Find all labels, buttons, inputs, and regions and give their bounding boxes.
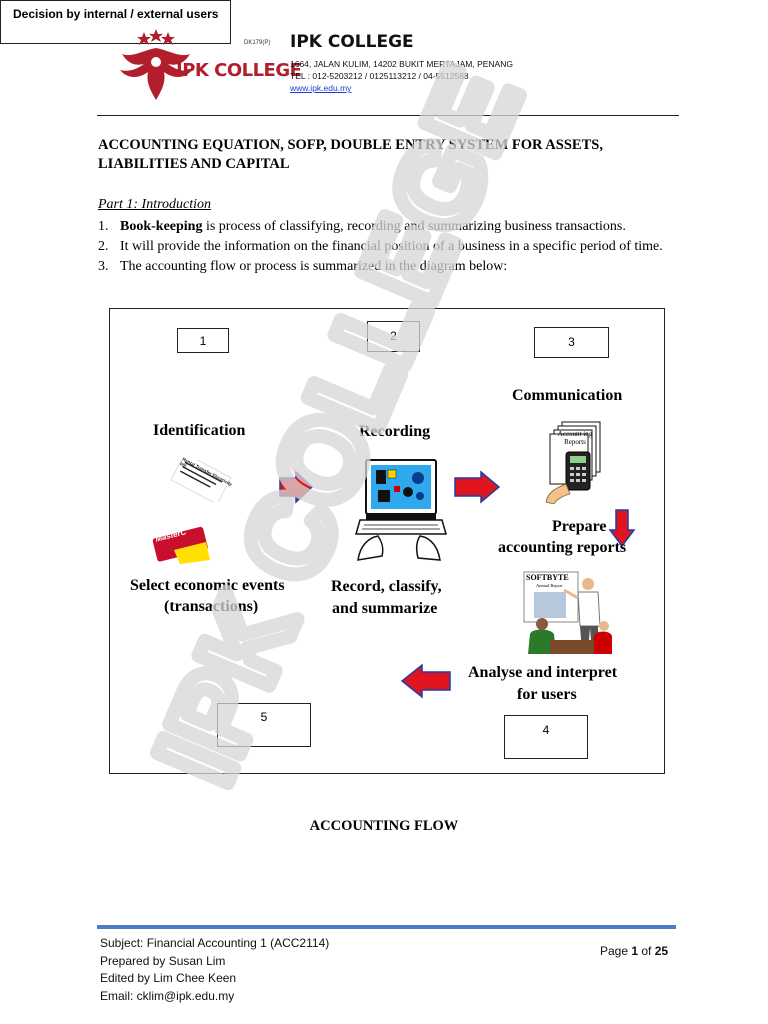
list-item: 2. It will provide the information on th… bbox=[98, 237, 678, 257]
arrow-right-icon bbox=[454, 470, 501, 504]
label-record-classify: Record, classify, bbox=[331, 578, 442, 595]
footer-divider bbox=[97, 925, 676, 929]
list-number: 2. bbox=[98, 239, 109, 254]
list-text: The accounting flow or process is summar… bbox=[120, 259, 508, 274]
introduction-list: 1. Book-keeping is process of classifyin… bbox=[98, 217, 678, 277]
step-box-4: 4 bbox=[504, 715, 588, 759]
step-box-5: 5 bbox=[217, 703, 311, 747]
college-logo bbox=[120, 29, 192, 100]
label-analyse: Analyse and interpret bbox=[468, 664, 618, 681]
part-heading: Part 1: Introduction bbox=[98, 197, 212, 212]
label-transactions: (transactions) bbox=[164, 598, 259, 615]
college-name: IPK COLLEGE bbox=[290, 32, 414, 52]
computer-illustration bbox=[355, 459, 447, 561]
header-divider bbox=[97, 115, 679, 116]
label-recording: Recording bbox=[359, 423, 431, 440]
footer-subject: Subject: Financial Accounting 1 (ACC2114… bbox=[100, 936, 330, 950]
label-prepare: Prepare bbox=[552, 518, 607, 535]
page-current: 1 bbox=[631, 944, 639, 958]
footer-prepared-by: Prepared by Susan Lim bbox=[100, 953, 226, 968]
college-address: 1664, JALAN KULIM, 14202 BUKIT MERTAJAM,… bbox=[290, 59, 513, 69]
document-title: ACCOUNTING EQUATION, SOFP, DOUBLE ENTRY … bbox=[98, 136, 698, 174]
presentation-illustration bbox=[523, 571, 612, 654]
list-number: 1. bbox=[98, 219, 109, 234]
softbyte-subtitle: Annual Report bbox=[536, 583, 563, 588]
label-communication: Communication bbox=[512, 387, 623, 404]
softbyte-title: SOFTBYTE bbox=[526, 573, 569, 582]
logo-wordmark: IPK COLLEGE bbox=[176, 60, 302, 81]
page-total: 25 bbox=[654, 944, 669, 958]
arrow-left-icon bbox=[400, 663, 451, 699]
footer-email: Email: cklim@ipk.edu.my bbox=[100, 988, 235, 1003]
list-item: 3. The accounting flow or process is sum… bbox=[98, 257, 678, 277]
reports-text: Account ing Reports bbox=[557, 430, 593, 446]
step-box-2: 2 bbox=[367, 321, 420, 352]
reports-illustration bbox=[545, 421, 601, 504]
list-number: 3. bbox=[98, 259, 109, 274]
header: IPK COLLEGE DK179(P) IPK COLLEGE 1664, J… bbox=[0, 0, 768, 120]
college-phone: TEL : 012-5203212 / 0125113212 / 04-5512… bbox=[290, 71, 469, 81]
document-title-line2: LIABILITIES AND CAPITAL bbox=[98, 156, 290, 172]
list-item: 1. Book-keeping is process of classifyin… bbox=[98, 217, 678, 237]
credit-card-illustration bbox=[152, 526, 210, 564]
footer-info: Subject: Financial Accounting 1 (ACC2114… bbox=[100, 935, 329, 1005]
arrow-right-icon bbox=[279, 470, 314, 504]
bookkeeping-term: Book-keeping bbox=[120, 219, 203, 234]
footer-edited-by: Edited by Lim Chee Keen bbox=[100, 971, 237, 985]
registration-number: DK179(P) bbox=[244, 40, 271, 46]
accounting-flow-diagram bbox=[109, 308, 665, 774]
label-identification: Identification bbox=[153, 422, 246, 439]
receipt-illustration bbox=[170, 460, 232, 502]
label-summarize: and summarize bbox=[332, 600, 438, 617]
label-for-users: for users bbox=[517, 686, 577, 703]
college-website-link[interactable]: www.ipk.edu.my bbox=[290, 83, 352, 93]
step-box-1: 1 bbox=[177, 328, 229, 353]
list-text: is process of classifying, recording and… bbox=[202, 219, 626, 234]
label-select-events: Select economic events bbox=[130, 577, 285, 594]
diagram-caption: ACCOUNTING FLOW bbox=[309, 818, 459, 834]
page-number: Page 1 of 25 bbox=[600, 944, 669, 958]
decision-box: Decision by internal / external users bbox=[0, 0, 231, 44]
arrow-down-icon bbox=[608, 509, 636, 548]
document-title-line1: ACCOUNTING EQUATION, SOFP, DOUBLE ENTRY … bbox=[98, 137, 603, 153]
label-accounting-reports: accounting reports bbox=[498, 539, 627, 556]
step-box-3: 3 bbox=[534, 327, 609, 358]
list-text: It will provide the information on the f… bbox=[120, 239, 663, 254]
